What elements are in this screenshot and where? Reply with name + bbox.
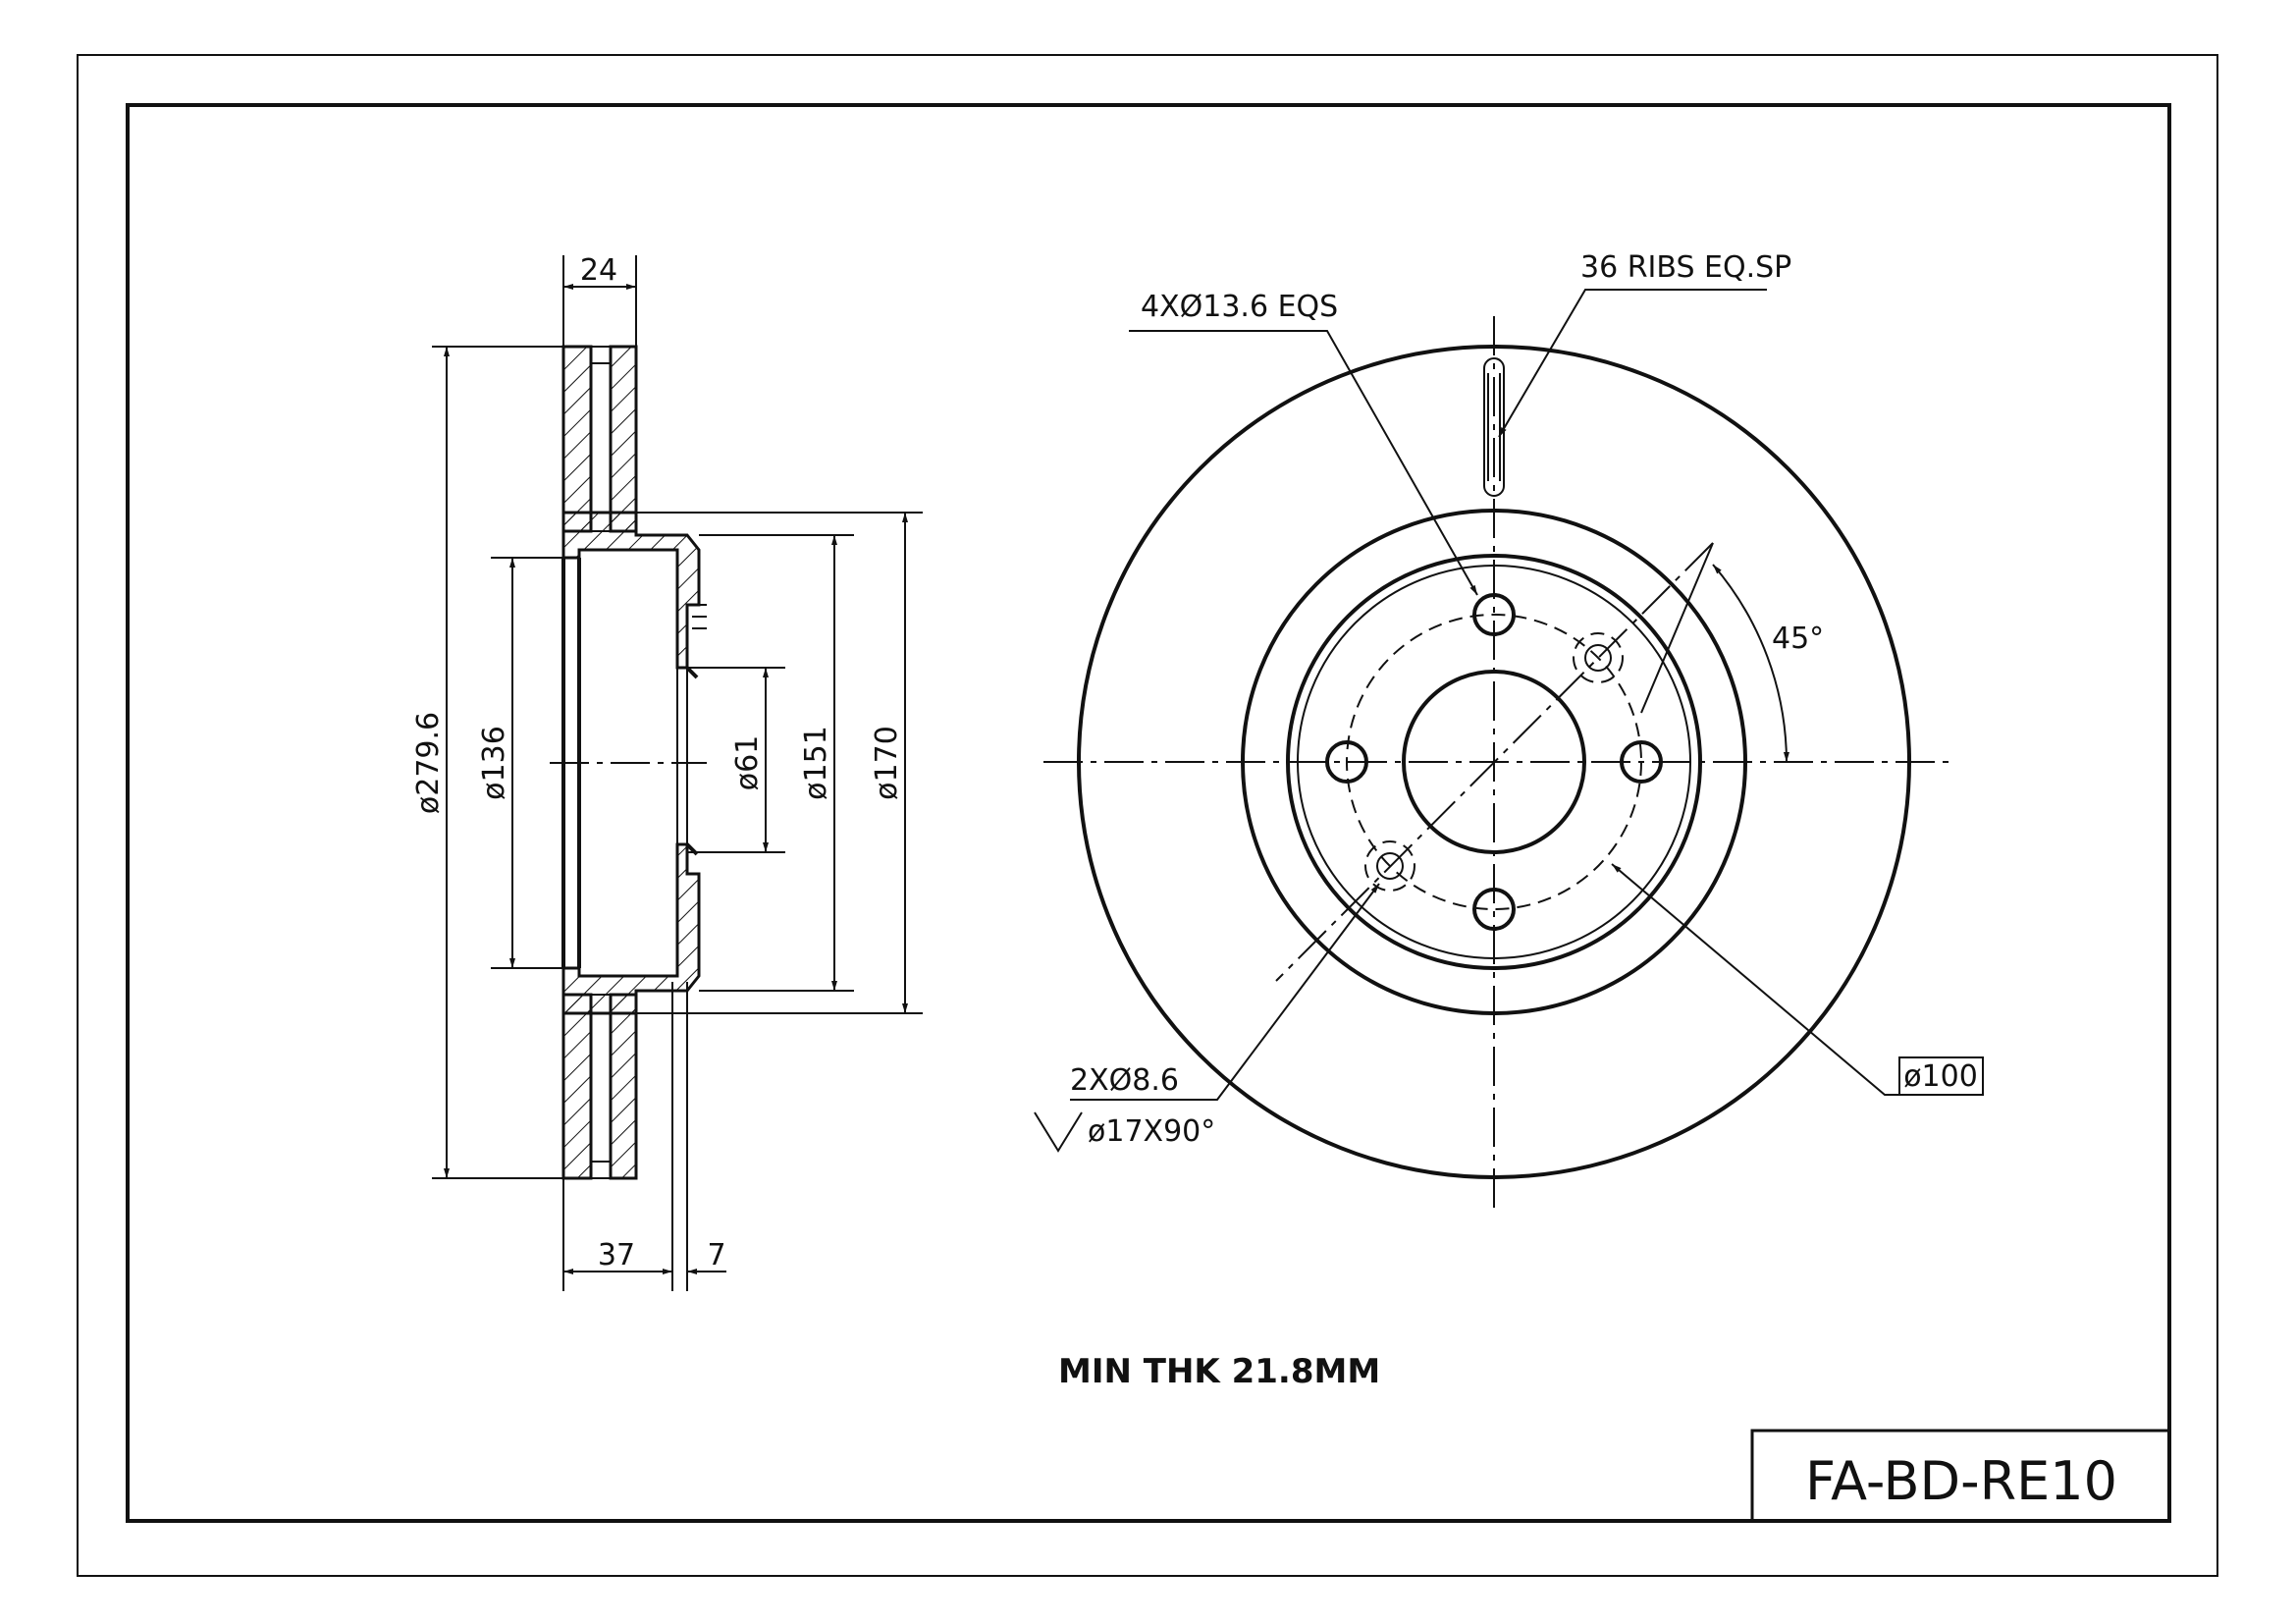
- small-holes-label: 2XØ8.6: [1070, 1063, 1179, 1098]
- inner-frame: [126, 103, 2171, 1523]
- countersink-upper: [1573, 632, 1624, 683]
- bolt-hole-top: [1472, 593, 1516, 636]
- dim-thickness: 24: [580, 253, 617, 288]
- dim-hub-151: ø151: [799, 726, 833, 800]
- dim-flange: 7: [707, 1238, 725, 1272]
- dim-inner-bore: ø136: [477, 726, 511, 800]
- bolt-hole-right: [1620, 740, 1663, 784]
- lower-hat-section: [561, 842, 701, 1015]
- title-block: FA-BD-RE10: [1750, 1429, 2171, 1523]
- side-section-view: 24 37 7 ø279.6 ø136 ø61 ø151 ø170: [411, 253, 923, 1291]
- front-view: 45° 4XØ13.6 EQS 36 RIBS EQ.SP 2XØ8.6 ø17…: [1034, 250, 1984, 1213]
- upper-hat-section: [561, 511, 701, 670]
- small-hole-upper: [1584, 644, 1612, 672]
- friction-ring-inner-edge: [1241, 509, 1747, 1015]
- hat-outer-edge: [1286, 554, 1702, 970]
- outer-frame: [77, 54, 2218, 1577]
- countersink-symbol: [1034, 1111, 1083, 1153]
- small-hole-lower: [1376, 852, 1404, 880]
- countersink-lower: [1364, 840, 1415, 892]
- center-bore: [1402, 670, 1586, 854]
- dim-center-bore: ø61: [730, 735, 765, 791]
- bolt-holes-label: 4XØ13.6 EQS: [1141, 290, 1338, 324]
- countersink-label: ø17X90°: [1088, 1114, 1215, 1149]
- dim-outer-diameter: ø279.6: [411, 712, 446, 814]
- upper-inner-plate: [609, 345, 638, 533]
- lower-outer-plate: [561, 993, 593, 1180]
- angle-label: 45°: [1772, 622, 1824, 656]
- pcd-label-box: [1898, 1056, 1984, 1096]
- angle-arc: [1712, 564, 1789, 763]
- dim-hub-170: ø170: [870, 726, 904, 800]
- bolt-circle: [1346, 614, 1642, 910]
- dim-hat-offset: 37: [598, 1238, 635, 1272]
- hat-inner-edge: [1297, 565, 1691, 959]
- upper-outer-plate: [561, 345, 593, 533]
- rotor-outer-edge: [1077, 345, 1911, 1179]
- bolt-hole-bottom: [1472, 888, 1516, 931]
- min-thickness-note: MIN THK 21.8MM: [1058, 1352, 1380, 1391]
- bolt-hole-left: [1325, 740, 1368, 784]
- ribs-label: 36 RIBS EQ.SP: [1580, 250, 1791, 285]
- pcd-label: ø100: [1903, 1059, 1978, 1094]
- part-code: FA-BD-RE10: [1805, 1450, 2117, 1512]
- lower-inner-plate: [609, 993, 638, 1180]
